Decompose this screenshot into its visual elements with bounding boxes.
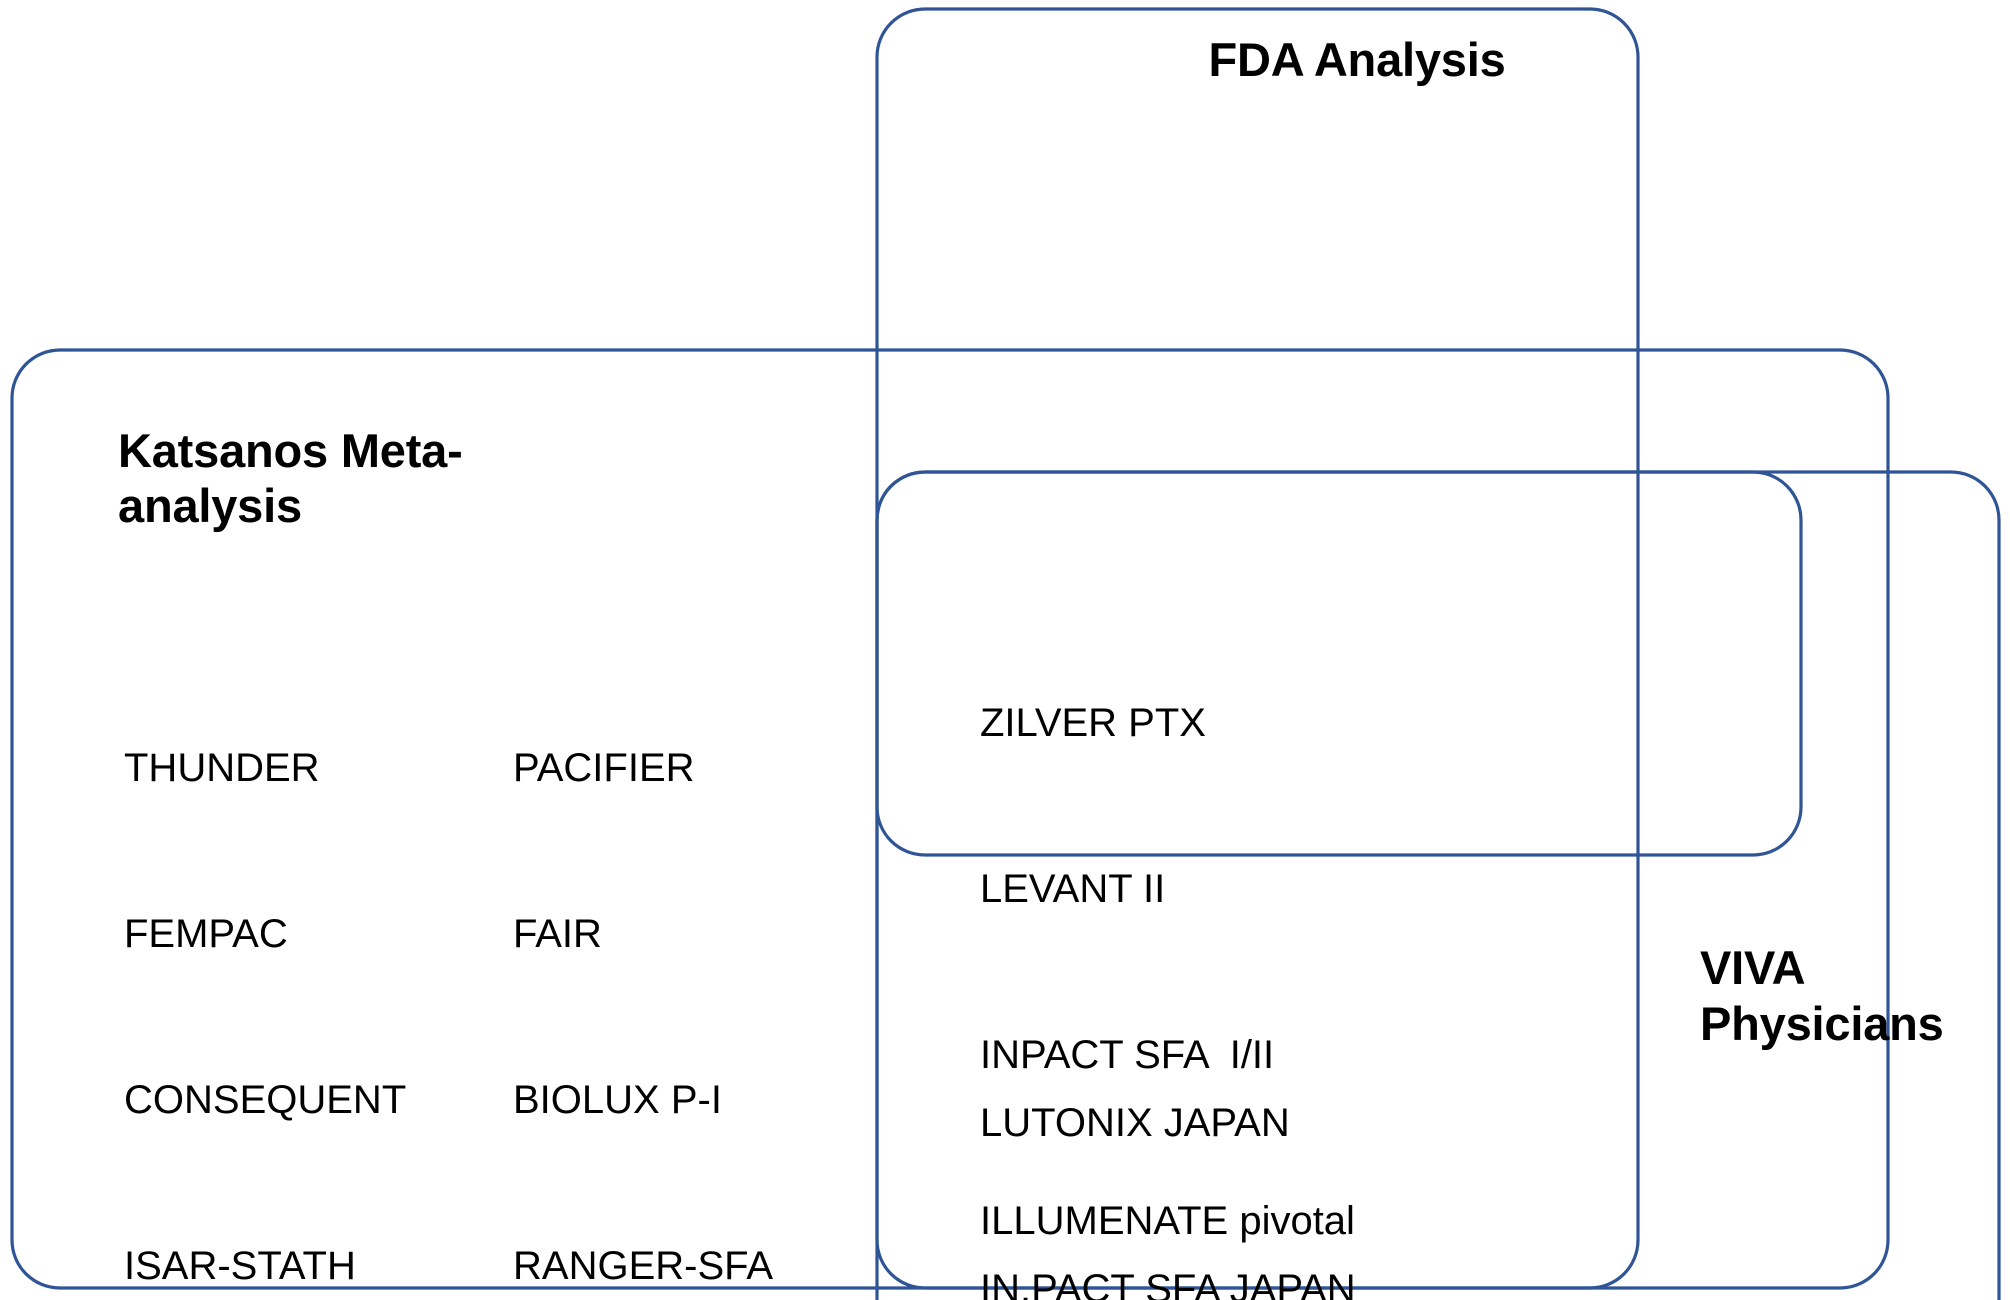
katsanos-set-title-line1: Katsanos Meta- <box>118 424 463 477</box>
katsanos-only-trial-list-column-1: THUNDER FEMPAC CONSEQUENT ISAR-STATH ISA… <box>124 630 410 1300</box>
trial-item: IN.PACT SFA JAPAN <box>980 1266 1356 1300</box>
trial-item: FAIR <box>513 911 602 956</box>
trial-item: LEVANT II <box>980 866 1166 911</box>
viva-set-title-line2: Physicians <box>1700 997 1944 1051</box>
katsanos-viva-overlap-trial-list: LUTONIX JAPAN IN.PACT SFA JAPAN ILLUMENA… <box>980 985 1356 1300</box>
trial-item: CONSEQUENT <box>124 1078 407 1123</box>
trial-item: THUNDER <box>124 745 320 790</box>
viva-set-title-line1: VIVA <box>1700 941 1806 994</box>
trial-item: RANGER-SFA <box>513 1244 774 1289</box>
trial-item: ZILVER PTX <box>980 700 1206 745</box>
trial-item: FEMPAC <box>124 911 288 956</box>
trial-item: ISAR-STATH <box>124 1244 356 1289</box>
viva-set-title: VIVA Physicians <box>1700 940 2000 1053</box>
trial-item: PACIFIER <box>513 745 695 790</box>
fda-set-title: FDA Analysis <box>1208 33 1506 86</box>
trial-item: ILLUMENATE pivotal <box>980 1199 1355 1244</box>
trial-item: INPACT SFA I/II <box>980 1033 1275 1078</box>
triple-overlap-trial-list: ZILVER PTX LEVANT II INPACT SFA I/II ILL… <box>980 585 1355 1300</box>
triple-overlap-region-boundary <box>875 470 1803 857</box>
trial-item: BIOLUX P-I <box>513 1078 722 1123</box>
trial-item: LUTONIX JAPAN <box>980 1100 1290 1145</box>
katsanos-only-trial-list-column-2: PACIFIER FAIR BIOLUX P-I RANGER-SFA DEBA… <box>513 630 773 1300</box>
katsanos-set-title: Katsanos Meta- analysis <box>118 424 548 533</box>
katsanos-set-title-line2: analysis <box>118 478 302 532</box>
